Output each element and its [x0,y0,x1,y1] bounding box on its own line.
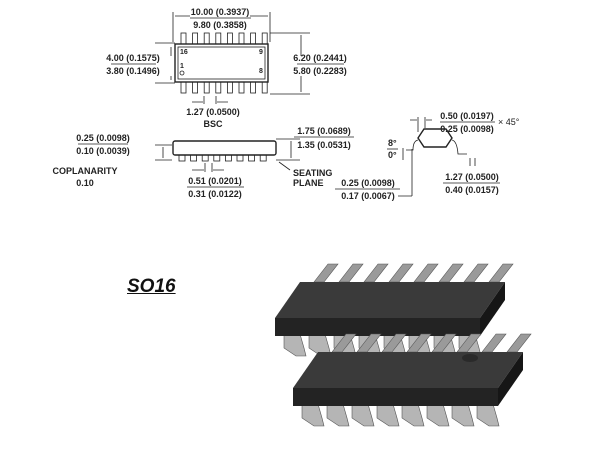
bottom-pin [192,81,199,94]
pin-8-label: 8 [259,68,263,75]
angle-min: 0° [388,150,397,160]
side-pin [178,154,186,162]
side-body [172,140,277,156]
end-body [417,128,453,148]
total-width-min: 5.80 (0.2283) [293,66,347,76]
side-pin [201,154,209,162]
standoff-min: 0.10 (0.0039) [76,146,130,156]
chip-pin [401,403,425,427]
bottom-pin [250,81,257,94]
package-title: SO16 [127,276,176,297]
chip-top [293,352,523,388]
chamfer-angle: × 45° [498,117,520,127]
top-pin [261,32,268,45]
top-view: 16 9 1 8 10.00 (0.3937) 9.80 (0.3858) 4.… [106,7,347,129]
chip-pin [426,403,450,427]
chip-pin [488,263,514,283]
top-pin [226,32,233,45]
length-min: 9.80 (0.3858) [193,20,247,30]
bottom-pin [180,81,187,94]
bottom-pin [215,81,222,94]
chip-pin [326,403,350,427]
pitch-note: BSC [203,119,223,129]
chip-pin [413,263,439,283]
height-max: 1.75 (0.0689) [297,126,351,136]
chip-pin [351,403,375,427]
chip-pin [283,333,307,357]
coplanarity-value: 0.10 [76,178,94,188]
side-pin [213,154,221,162]
top-pin [203,32,210,45]
side-view: 0.25 (0.0098) 0.10 (0.0039) 1.75 (0.0689… [53,126,354,199]
pitch: 1.27 (0.0500) [186,107,240,117]
chip-front [293,333,532,427]
total-width-max: 6.20 (0.2441) [293,53,347,63]
standoff-max: 0.25 (0.0098) [76,133,130,143]
lead-thickness-min: 0.17 (0.0067) [341,191,395,201]
chip-side [293,388,498,406]
angle-max: 8° [388,138,397,148]
chip-pin [506,333,532,353]
pin1-marker [179,70,185,76]
top-pin [215,32,222,45]
length-max: 10.00 (0.3937) [191,7,250,17]
chip-pin [463,263,489,283]
chip-top [275,282,505,318]
body-width-min: 3.80 (0.1496) [106,66,160,76]
side-pin [224,154,232,162]
chip-back [275,263,514,357]
lead-thickness-max: 0.25 (0.0098) [341,178,395,188]
chamfer-max: 0.50 (0.0197) [440,111,494,121]
bottom-pin [238,81,245,94]
seating-label: SEATING [293,168,332,178]
body-width-max: 4.00 (0.1575) [106,53,160,63]
chamfer-min: 0.25 (0.0098) [440,124,494,134]
chip-pin [363,263,389,283]
plane-label: PLANE [293,178,324,188]
top-pin [250,32,257,45]
pin-16-label: 16 [180,49,188,56]
coplanarity-label: COPLANARITY [53,166,118,176]
end-view: 0.50 (0.0197) 0.25 (0.0098) × 45° 8° 0° … [335,111,520,201]
chip-pin [438,263,464,283]
side-pin [248,154,256,162]
foot-length-min: 0.40 (0.0157) [445,185,499,195]
chip-pin [313,263,339,283]
chip-pin [451,403,475,427]
lead-width-max: 0.51 (0.0201) [188,176,242,186]
lead-width-min: 0.31 (0.0122) [188,189,242,199]
top-body [174,43,269,83]
side-pin [190,154,198,162]
chip-pin [338,263,364,283]
top-pin [192,32,199,45]
bottom-pin [226,81,233,94]
chip-pin [481,333,507,353]
pin-9-label: 9 [259,49,263,56]
top-pin [238,32,245,45]
bottom-pin [203,81,210,94]
top-pin [180,32,187,45]
chip-photo [275,263,532,427]
foot-length-max: 1.27 (0.0500) [445,172,499,182]
side-pin [236,154,244,162]
bottom-pin [261,81,268,94]
chip-pin [301,403,325,427]
pin-1-label: 1 [180,63,184,70]
side-pin [259,154,267,162]
pin1-dimple [462,354,478,362]
chip-side [275,318,480,336]
chip-pin [388,263,414,283]
height-min: 1.35 (0.0531) [297,140,351,150]
chip-pin [476,403,500,427]
chip-pin [376,403,400,427]
